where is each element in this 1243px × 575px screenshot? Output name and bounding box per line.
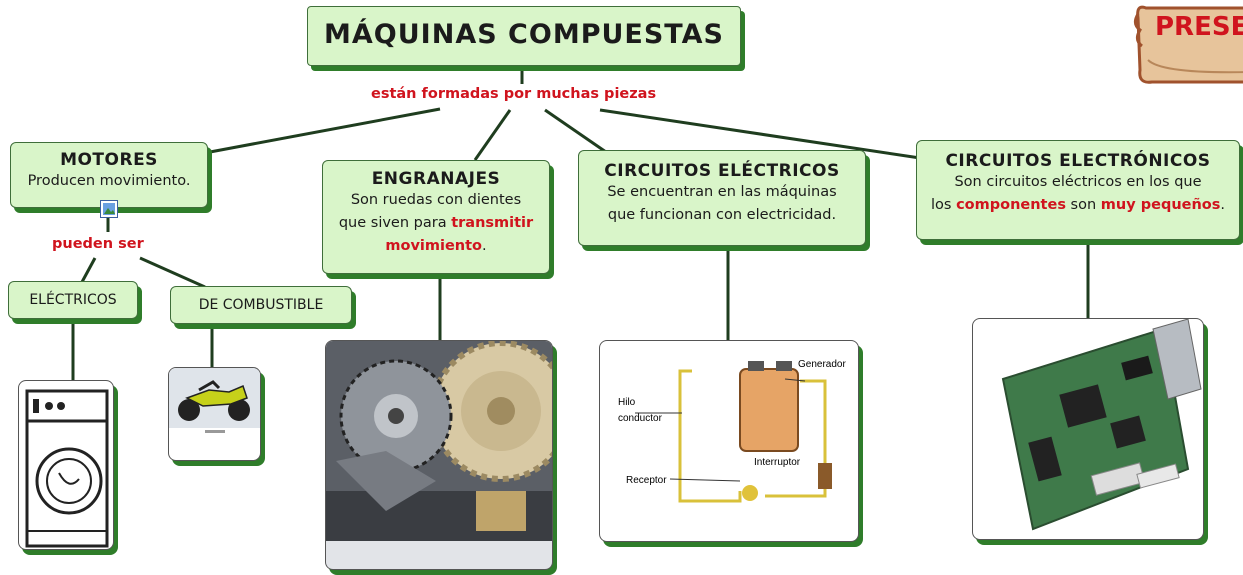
present-button[interactable]: PRESE bbox=[1132, 0, 1243, 88]
scooter-image[interactable] bbox=[168, 367, 261, 461]
motores-text: Producen movimiento. bbox=[27, 173, 191, 189]
engranajes-node[interactable]: ENGRANAJES Son ruedas con dientes que si… bbox=[322, 160, 550, 274]
engranajes-heading: ENGRANAJES bbox=[371, 169, 501, 189]
image-link-icon[interactable] bbox=[100, 200, 118, 218]
pueden-ser-label: pueden ser bbox=[52, 236, 144, 252]
gears-image[interactable] bbox=[325, 340, 553, 570]
engranajes-line1: Son ruedas con dientes bbox=[350, 192, 522, 208]
circuit-board-icon bbox=[1001, 319, 1202, 531]
conductor-label: conductor bbox=[618, 413, 662, 424]
interruptor-label: Interruptor bbox=[754, 457, 801, 468]
gears-icon bbox=[326, 341, 552, 569]
page-title: MÁQUINAS COMPUESTAS bbox=[324, 19, 724, 50]
hilo-label: Hilo bbox=[618, 397, 636, 408]
electricos-node[interactable]: ELÉCTRICOS bbox=[8, 281, 138, 319]
combustible-label: DE COMBUSTIBLE bbox=[198, 297, 324, 313]
combustible-node[interactable]: DE COMBUSTIBLE bbox=[170, 286, 352, 324]
generador-label: Generador bbox=[798, 359, 846, 370]
circuitos-electronicos-line1: Son circuitos eléctricos en los que bbox=[954, 174, 1202, 190]
engranajes-line2: que siven para transmitir bbox=[338, 215, 534, 231]
circuitos-electricos-line1: Se encuentran en las máquinas bbox=[607, 184, 837, 200]
title-node[interactable]: MÁQUINAS COMPUESTAS bbox=[307, 6, 741, 66]
motores-heading: MOTORES bbox=[60, 150, 158, 170]
washing-machine-icon bbox=[25, 389, 109, 548]
link-label: están formadas por muchas piezas bbox=[371, 86, 657, 102]
circuit-board-image[interactable] bbox=[972, 318, 1204, 540]
engranajes-line3: movimiento. bbox=[385, 238, 487, 254]
circuitos-electricos-heading: CIRCUITOS ELÉCTRICOS bbox=[604, 161, 840, 181]
circuitos-electronicos-line2: los componentes son muy pequeños. bbox=[930, 197, 1226, 213]
circuitos-electricos-node[interactable]: CIRCUITOS ELÉCTRICOS Se encuentran en la… bbox=[578, 150, 866, 246]
electricos-label: ELÉCTRICOS bbox=[29, 292, 117, 308]
present-label: PRESE bbox=[1155, 12, 1243, 42]
circuit-icon bbox=[635, 361, 832, 503]
circuit-diagram-image[interactable]: Generador Hilo conductor Interruptor Rec… bbox=[599, 340, 859, 542]
motores-node[interactable]: MOTORES Producen movimiento. bbox=[10, 142, 208, 208]
circuitos-electronicos-heading: CIRCUITOS ELECTRÓNICOS bbox=[945, 151, 1211, 171]
washing-machine-image[interactable] bbox=[18, 380, 114, 550]
scooter-icon bbox=[169, 368, 260, 433]
circuitos-electronicos-node[interactable]: CIRCUITOS ELECTRÓNICOS Son circuitos elé… bbox=[916, 140, 1240, 240]
scroll-icon bbox=[1133, 5, 1243, 84]
circuitos-electricos-line2: que funcionan con electricidad. bbox=[607, 207, 837, 223]
receptor-label: Receptor bbox=[626, 475, 667, 486]
